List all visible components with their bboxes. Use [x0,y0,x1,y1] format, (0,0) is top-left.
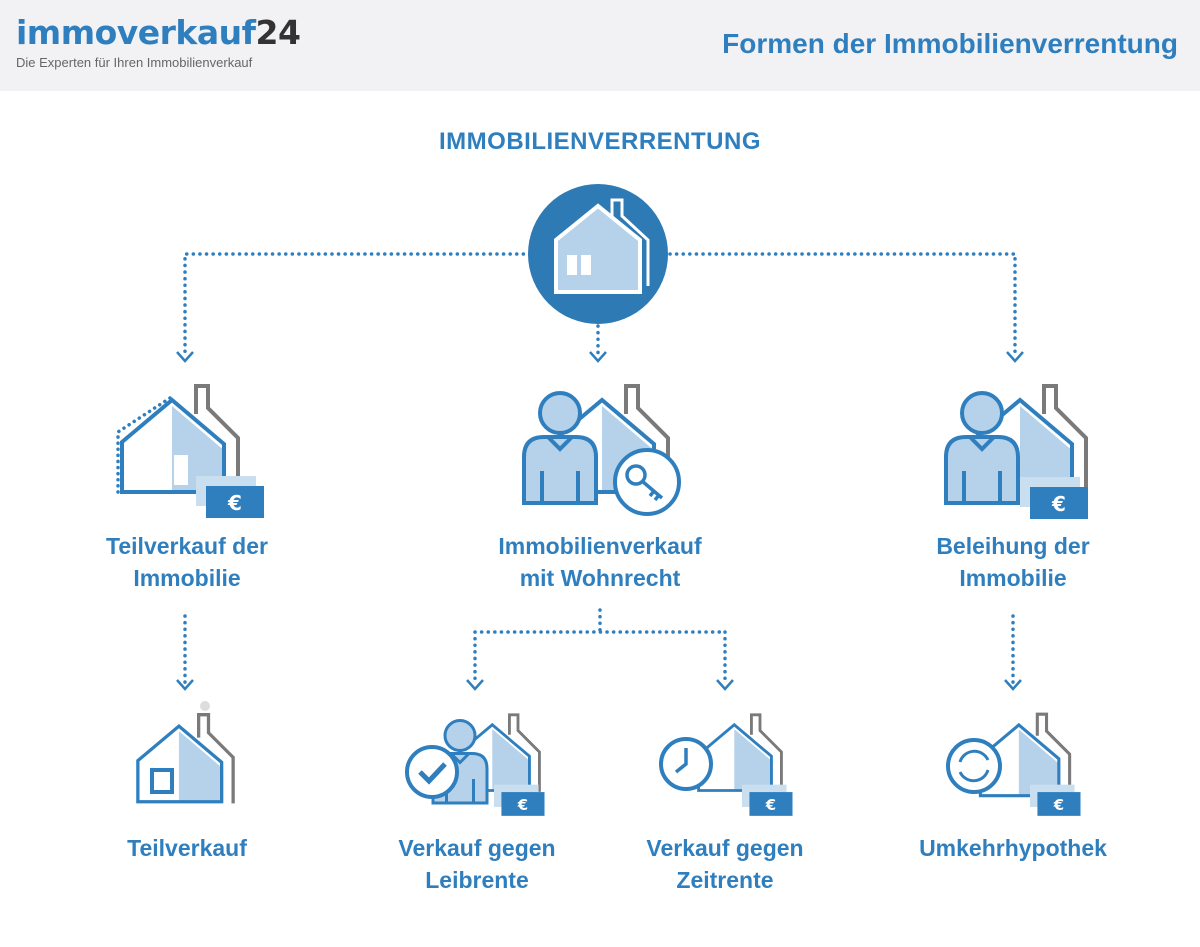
arrowhead-icon [1006,351,1024,363]
euro-icon [1030,784,1081,816]
leibrente-icon [405,713,545,816]
connector-right [668,252,1017,358]
node-teilverkauf: Teilverkauf [57,832,317,864]
root-house-icon [528,184,668,324]
connectors [183,252,1017,686]
label-line: Immobilienverkauf [498,533,702,559]
key-icon [613,448,681,516]
logo-text: immoverkauf [16,13,256,52]
arrowheads [176,351,1024,691]
euro-icon [196,476,264,518]
arrowhead-icon [176,679,194,691]
label-line: Umkehrhypothek [919,835,1107,861]
label-line: mit Wohnrecht [519,565,681,591]
connector-left [183,252,532,358]
node-immobilienverkauf-mit-wohnrecht: Immobilienverkauf mit Wohnrecht [470,530,730,594]
logo-number: 24 [255,13,301,52]
clock-icon [659,737,713,791]
label-line: Leibrente [425,867,529,893]
sale-with-residence-right-icon [522,384,681,516]
label-line: Immobilie [959,565,1067,591]
person-icon [522,391,598,505]
zeitrente-icon [659,713,793,816]
teilverkauf-house-icon [136,701,235,806]
logo[interactable]: immoverkauf24 [16,13,301,52]
arrowhead-icon [176,351,194,363]
checkmark-icon [405,745,459,799]
euro-icon [1020,477,1088,519]
header: immoverkauf24 Die Experten für Ihren Imm… [0,0,1200,91]
euro-icon [494,784,545,816]
euro-icon [742,784,793,816]
umkehrhypothek-icon [946,712,1081,816]
label-line: Teilverkauf der [106,533,268,559]
label-line: Teilverkauf [127,835,247,861]
logo-tagline: Die Experten für Ihren Immobilienverkauf [16,55,253,70]
arrowhead-icon [1004,679,1022,691]
diagram-root-title: IMMOBILIENVERRENTUNG [439,128,761,155]
label-line: Beleihung der [936,533,1090,559]
connector-center-split [473,608,727,686]
label-line: Verkauf gegen [646,835,804,861]
page-title: Formen der Immobilienverrentung [722,28,1178,59]
arrowhead-icon [589,351,607,363]
node-umkehrhypothek: Umkehrhypothek [883,832,1143,864]
label-line: Zeitrente [676,867,774,893]
label-line: Immobilie [133,565,241,591]
cycle-icon [946,738,1002,794]
arrowhead-icon [716,679,734,691]
arrowhead-icon [466,679,484,691]
mortgage-icon [944,384,1088,519]
label-line: Verkauf gegen [398,835,556,861]
partial-sale-house-icon [116,384,264,518]
